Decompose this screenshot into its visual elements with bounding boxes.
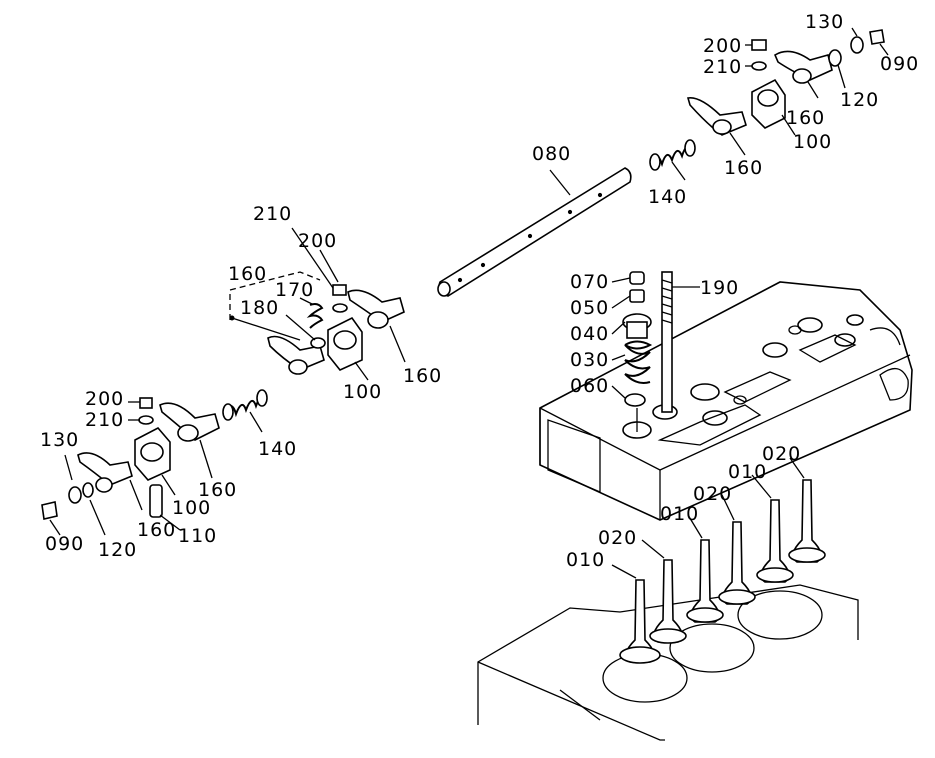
label-210: 210 bbox=[703, 56, 742, 78]
label-210: 210 bbox=[85, 409, 124, 431]
label-080: 080 bbox=[532, 143, 571, 165]
left-rocker-assembly bbox=[41, 389, 268, 536]
label-200: 200 bbox=[703, 35, 742, 57]
label-130: 130 bbox=[805, 11, 844, 33]
label-100: 100 bbox=[343, 381, 382, 403]
label-090: 090 bbox=[880, 53, 919, 75]
label-030: 030 bbox=[570, 349, 609, 371]
label-010: 010 bbox=[660, 503, 699, 525]
label-170: 170 bbox=[275, 279, 314, 301]
label-040: 040 bbox=[570, 323, 609, 345]
label-050: 050 bbox=[570, 297, 609, 319]
right-rocker-assembly bbox=[649, 27, 889, 181]
label-200: 200 bbox=[298, 230, 337, 252]
label-210: 210 bbox=[253, 203, 292, 225]
label-070: 070 bbox=[570, 271, 609, 293]
label-160: 160 bbox=[403, 365, 442, 387]
label-010: 010 bbox=[566, 549, 605, 571]
valve-spring-stack bbox=[611, 271, 700, 432]
label-020: 020 bbox=[598, 527, 637, 549]
label-010: 010 bbox=[728, 461, 767, 483]
label-160: 160 bbox=[137, 519, 176, 541]
label-140: 140 bbox=[648, 186, 687, 208]
label-100: 100 bbox=[793, 131, 832, 153]
middle-rocker-assembly bbox=[229, 227, 406, 381]
engine-block bbox=[477, 281, 913, 741]
label-190: 190 bbox=[700, 277, 739, 299]
label-090: 090 bbox=[45, 533, 84, 555]
valves bbox=[611, 457, 826, 664]
label-020: 020 bbox=[762, 443, 801, 465]
label-180: 180 bbox=[240, 297, 279, 319]
label-130: 130 bbox=[40, 429, 79, 451]
label-200: 200 bbox=[85, 388, 124, 410]
label-100: 100 bbox=[172, 497, 211, 519]
label-160: 160 bbox=[786, 107, 825, 129]
label-120: 120 bbox=[98, 539, 137, 561]
label-160: 160 bbox=[228, 263, 267, 285]
rocker-shaft bbox=[437, 167, 632, 297]
label-160: 160 bbox=[198, 479, 237, 501]
label-160: 160 bbox=[724, 157, 763, 179]
label-020: 020 bbox=[693, 483, 732, 505]
part-labels: 130 200 210 090 120 160 100 160 080 140 … bbox=[40, 11, 919, 571]
label-110: 110 bbox=[178, 525, 217, 547]
label-060: 060 bbox=[570, 375, 609, 397]
label-120: 120 bbox=[840, 89, 879, 111]
label-140: 140 bbox=[258, 438, 297, 460]
